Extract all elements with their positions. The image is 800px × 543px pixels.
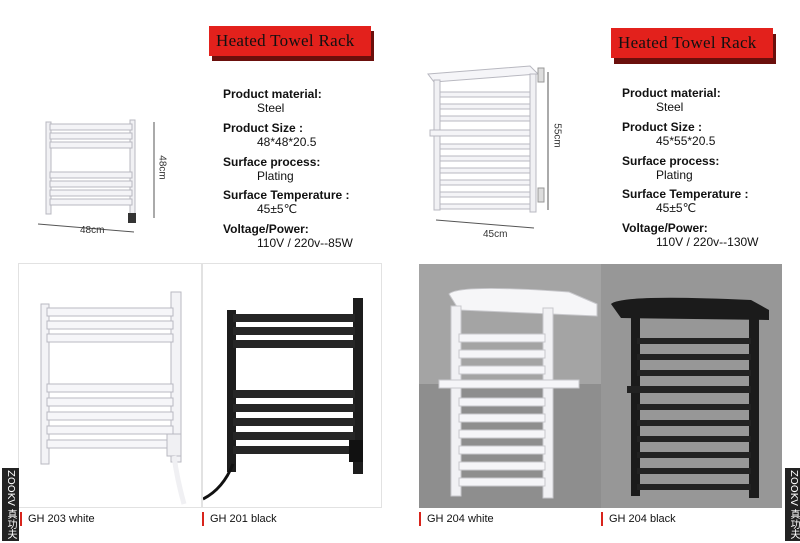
caption-marker — [601, 512, 603, 526]
caption-gh201: GH 201 black — [202, 512, 277, 526]
caption-gh204-black: GH 204 black — [601, 512, 676, 526]
width-dimension-left: 48cm — [80, 225, 105, 236]
spec-value: 45±5℃ — [656, 201, 697, 215]
caption-text: GH 203 white — [28, 513, 95, 525]
caption-marker — [419, 512, 421, 526]
spec-value: Steel — [656, 100, 684, 114]
spec-value: 110V / 220v--130W — [656, 235, 759, 249]
spec-value: Plating — [257, 169, 294, 183]
caption-text: GH 204 black — [609, 513, 676, 525]
spec-value: 48*48*20.5 — [257, 135, 317, 149]
spec-label: Product material: — [622, 86, 721, 100]
height-dimension-right: 55cm — [551, 123, 563, 148]
caption-text: GH 201 black — [210, 513, 277, 525]
spec-label: Product Size : — [622, 120, 703, 134]
title-right: Heated Towel Rack — [618, 33, 757, 52]
spec-label: Voltage/Power: — [622, 221, 708, 235]
product-photo-gh204-black — [601, 264, 782, 508]
spec-label: Surface Temperature : — [223, 188, 350, 202]
caption-text: GH 204 white — [427, 513, 494, 525]
brand-watermark-left: ZOOKV 真功夫 — [2, 468, 19, 542]
spec-label: Surface process: — [223, 155, 321, 169]
caption-marker — [20, 512, 22, 526]
dimension-diagram-left — [30, 110, 170, 240]
product-photo-gh204-white — [419, 264, 601, 508]
product-photo-gh203-white — [18, 263, 202, 508]
spec-value: 45±5℃ — [257, 202, 298, 216]
width-dimension-right: 45cm — [483, 229, 508, 240]
spec-label: Voltage/Power: — [223, 222, 309, 236]
height-dimension-left: 48cm — [156, 155, 168, 180]
title-left: Heated Towel Rack — [216, 31, 355, 50]
spec-label: Surface process: — [622, 154, 720, 168]
product-photo-gh201-black — [202, 263, 382, 508]
title-banner-left: Heated Towel Rack — [209, 26, 371, 56]
spec-value: 110V / 220v--85W — [257, 236, 353, 250]
caption-marker — [202, 512, 204, 526]
caption-gh204-white: GH 204 white — [419, 512, 494, 526]
dimension-diagram-right — [420, 60, 570, 240]
spec-label: Product Size : — [223, 121, 304, 135]
spec-list-right: Product material:Steel Product Size :45*… — [622, 86, 759, 249]
spec-value: Steel — [257, 101, 285, 115]
spec-value: Plating — [656, 168, 693, 182]
caption-gh203: GH 203 white — [20, 512, 95, 526]
spec-label: Surface Temperature : — [622, 187, 749, 201]
brand-watermark-right: ZOOKV 真功夫 — [785, 468, 800, 542]
spec-list-left: Product material:Steel Product Size :48*… — [223, 87, 353, 250]
spec-label: Product material: — [223, 87, 322, 101]
spec-value: 45*55*20.5 — [656, 134, 716, 148]
title-banner-right: Heated Towel Rack — [611, 28, 773, 58]
